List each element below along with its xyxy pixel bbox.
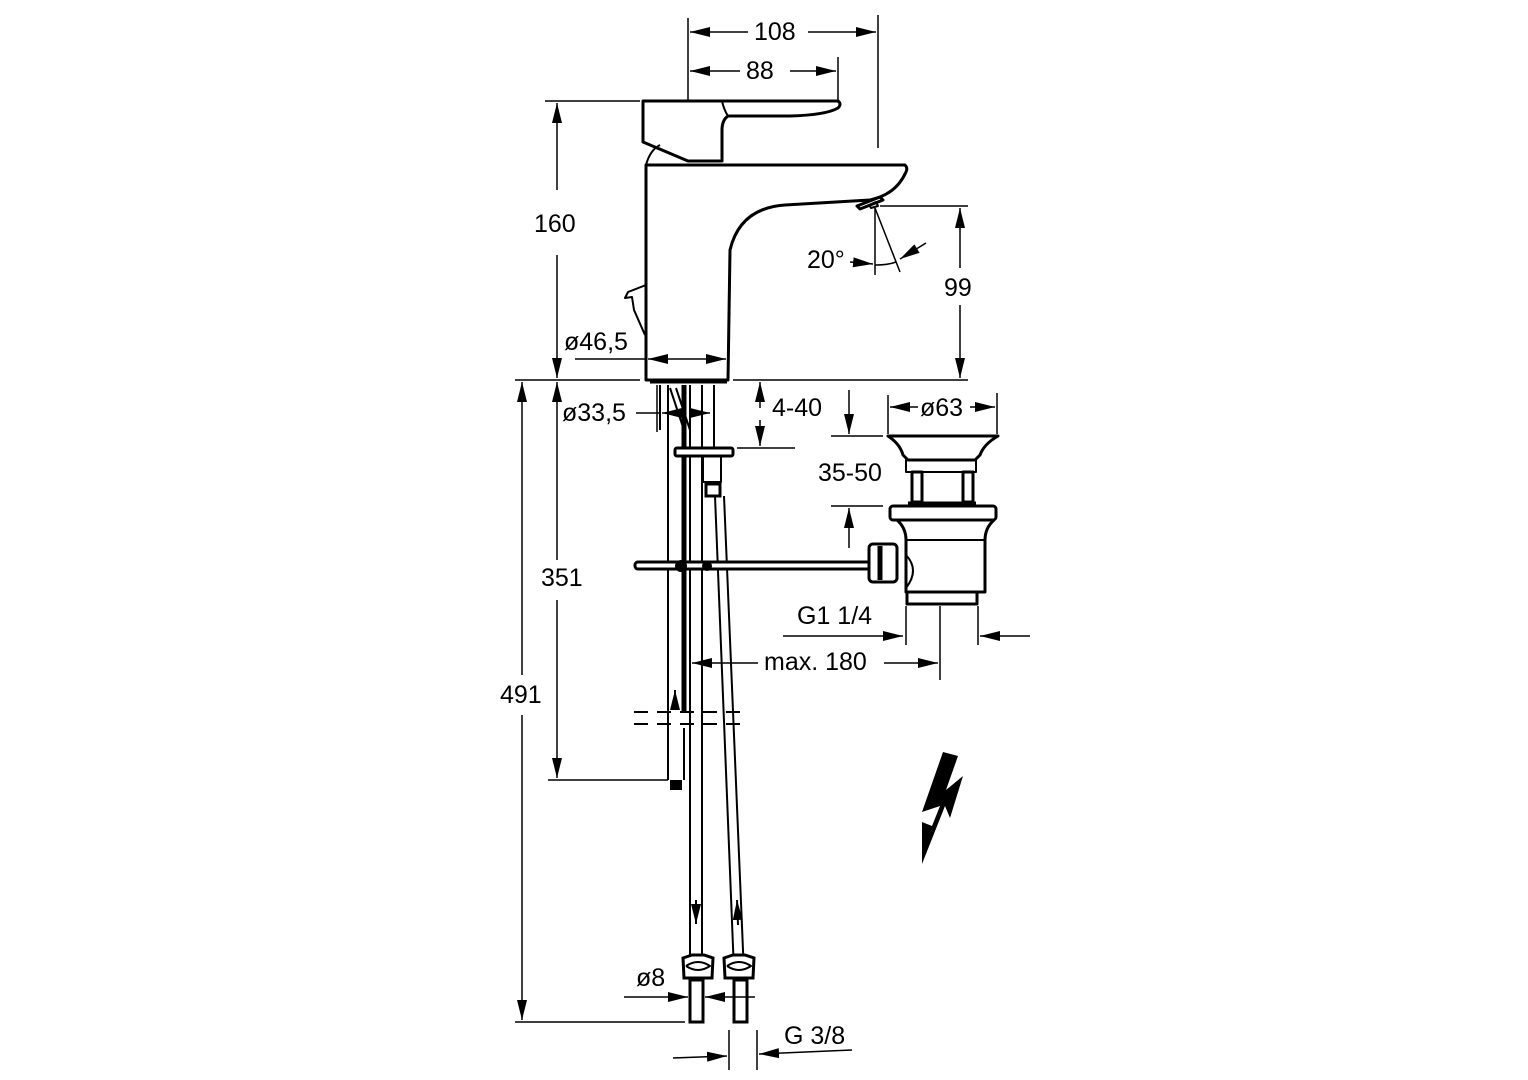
dim-shank-diameter: ø33,5: [562, 399, 626, 427]
dim-body-diameter: ø46,5: [564, 328, 628, 356]
dim-connection-thread: G 3/8: [784, 1022, 845, 1050]
lightning-bolt-icon: [922, 752, 963, 864]
dim-deck-thickness: 4-40: [772, 394, 822, 422]
dimension-lines: [515, 15, 1030, 1070]
fixing-plate: [673, 446, 735, 458]
dim-shank-length: 351: [541, 564, 583, 592]
dimension-labels: 108 88 160 99 20° ø46,5 ø33,5 4-40 ø63 3…: [500, 18, 972, 1050]
dim-spout-height: 99: [944, 274, 972, 302]
waste-connector: [867, 542, 899, 584]
dim-waste-diameter: ø63: [920, 394, 963, 422]
popup-knob: [624, 284, 647, 336]
dim-overall-depth: 108: [754, 18, 796, 46]
dim-hose-length: 491: [500, 681, 542, 709]
connector-nut-2: [722, 953, 756, 980]
dim-rod-max-distance: max. 180: [764, 648, 867, 676]
connector-nut-1: [681, 953, 715, 980]
dim-height-to-top: 160: [534, 210, 576, 238]
dim-waste-range: 35-50: [818, 459, 882, 487]
mixer-body: [644, 163, 909, 382]
aerator: [855, 195, 885, 211]
dim-hose-diameter: ø8: [636, 964, 665, 992]
dim-spout-angle: 20°: [807, 246, 845, 274]
supply-assembly: [633, 385, 872, 1024]
waste-plug: [886, 434, 1000, 462]
waste-fitting: [867, 434, 1000, 606]
dim-lever-depth: 88: [746, 57, 774, 85]
popup-rod: [633, 560, 872, 571]
lever-handle: [641, 99, 842, 163]
dim-waste-thread: G1 1/4: [797, 602, 872, 630]
faucet-body: [624, 99, 909, 384]
